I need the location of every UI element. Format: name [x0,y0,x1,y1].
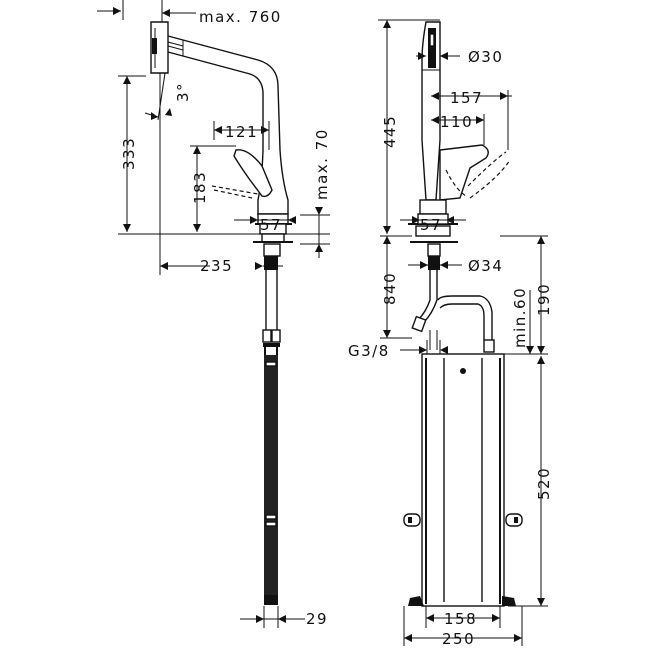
dim-157: 157 [450,89,483,107]
dim-max-70: max. 70 [313,128,331,200]
dim-57-side: 57 [260,216,282,234]
lever-front [439,144,489,201]
dim-121: 121 [225,123,258,141]
dim-29: 29 [306,610,328,628]
dim-110: 110 [440,113,473,131]
spout-arm [167,35,281,151]
dim-dia-30: Ø30 [468,48,503,66]
dim-57-front: 57 [420,216,442,234]
dim-190: 190 [535,283,553,316]
dim-520: 520 [535,467,553,500]
dim-dia-34: Ø34 [468,257,503,275]
dim-angle: 3° [174,82,192,102]
dim-min-60: min.60 [511,287,529,348]
lever [233,149,273,198]
side-view: max. 760 3° [97,0,331,628]
dim-333: 333 [120,137,138,170]
front-view: Ø30 445 157 110 57 Ø34 [348,19,553,648]
dim-158: 158 [444,610,477,628]
dim-183: 183 [191,171,209,204]
dim-445: 445 [381,115,399,148]
counterweight-box [421,353,505,607]
dim-max-760: max. 760 [199,8,282,26]
dim-235: 235 [200,257,233,275]
dim-g38: G3/8 [348,342,390,360]
dim-250: 250 [442,630,475,648]
dim-840: 840 [381,272,399,305]
